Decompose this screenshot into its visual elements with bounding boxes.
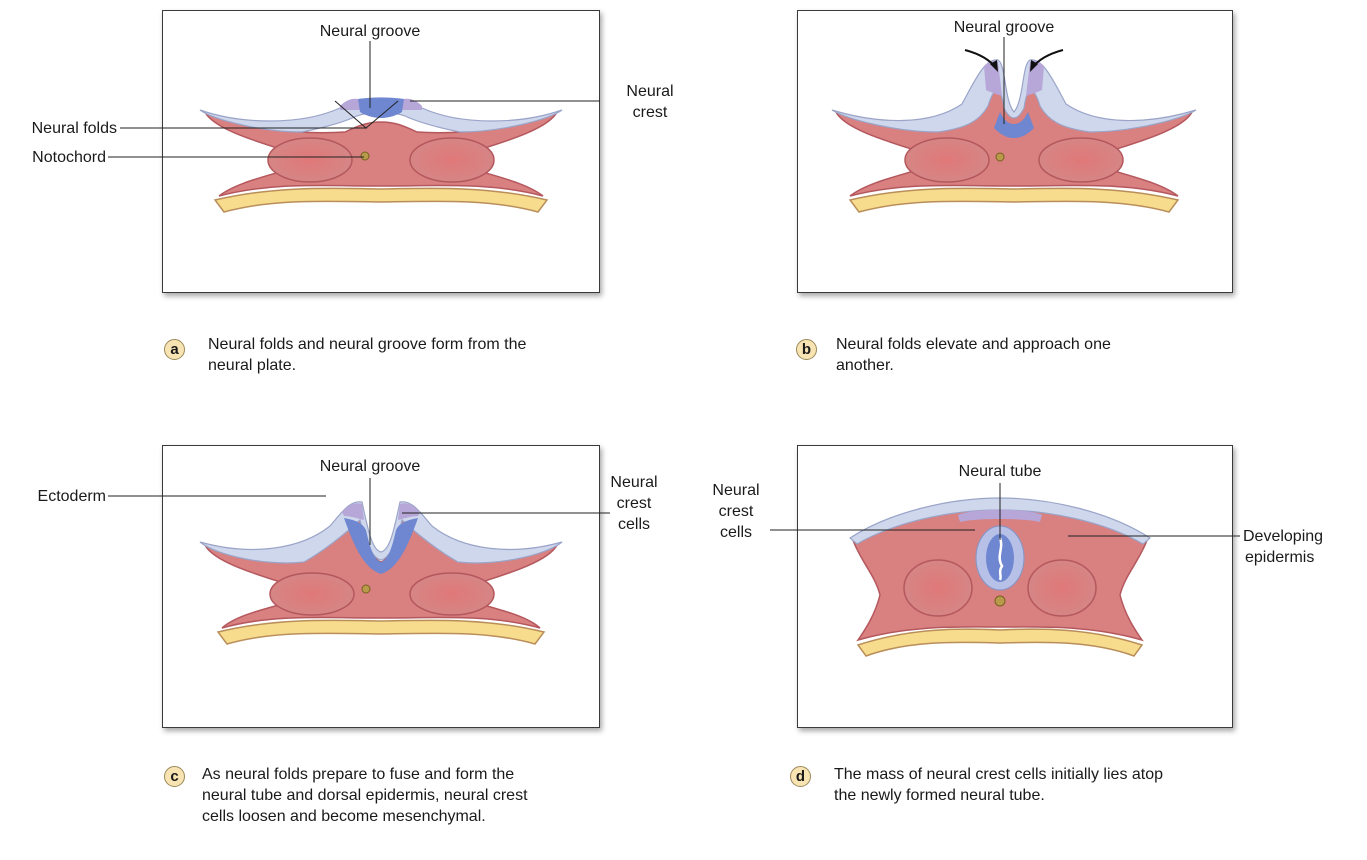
notochord xyxy=(361,152,369,160)
label-neural-crest-d-line2: crest xyxy=(706,502,766,521)
caption-a: Neural folds and neural groove form from… xyxy=(208,334,548,376)
somite-right xyxy=(1039,138,1123,182)
somite-right xyxy=(1028,560,1096,616)
caption-d: The mass of neural crest cells initially… xyxy=(834,764,1174,806)
endoderm-layer xyxy=(858,629,1142,656)
embryo-section-b xyxy=(832,50,1196,212)
notochord xyxy=(362,585,370,593)
neural-crest xyxy=(402,99,422,110)
label-neural-tube: Neural tube xyxy=(930,462,1070,481)
somite-right xyxy=(410,573,494,615)
endoderm-layer xyxy=(218,620,544,644)
notochord xyxy=(996,153,1004,161)
label-neural-groove-a: Neural groove xyxy=(290,22,450,41)
panel-badge-d: d xyxy=(790,766,811,787)
label-neural-groove-c: Neural groove xyxy=(290,457,450,476)
label-neural-crest-c-line3: cells xyxy=(604,515,664,534)
label-developing-epidermis-line2: epidermis xyxy=(1245,548,1314,567)
somite-left xyxy=(904,560,972,616)
caption-b: Neural folds elevate and approach one an… xyxy=(836,334,1156,376)
notochord xyxy=(995,596,1005,606)
somite-left xyxy=(905,138,989,182)
label-neural-crest-c-line2: crest xyxy=(604,494,664,513)
caption-c: As neural folds prepare to fuse and form… xyxy=(202,764,552,827)
endoderm-layer xyxy=(850,188,1178,212)
ectoderm-layer xyxy=(200,502,562,563)
label-neural-crest-c-line1: Neural xyxy=(604,473,664,492)
embryo-section-a xyxy=(200,98,562,213)
endoderm-layer xyxy=(215,188,547,212)
label-ectoderm: Ectoderm xyxy=(0,487,106,506)
panel-badge-c: c xyxy=(164,766,185,787)
embryo-section-c xyxy=(200,502,562,644)
panel-badge-a: a xyxy=(164,339,185,360)
label-neural-crest-d-line3: cells xyxy=(706,523,766,542)
label-neural-crest-d-line1: Neural xyxy=(706,481,766,500)
label-neural-folds: Neural folds xyxy=(0,119,117,138)
label-neural-crest-a-line2: crest xyxy=(620,103,680,122)
label-developing-epidermis-line1: Developing xyxy=(1243,527,1323,546)
label-neural-crest-a-line1: Neural xyxy=(620,82,680,101)
somite-right xyxy=(410,138,494,182)
somite-left xyxy=(268,138,352,182)
panel-badge-b: b xyxy=(796,339,817,360)
label-notochord: Notochord xyxy=(0,148,106,167)
somite-left xyxy=(270,573,354,615)
label-neural-groove-b: Neural groove xyxy=(924,18,1084,37)
